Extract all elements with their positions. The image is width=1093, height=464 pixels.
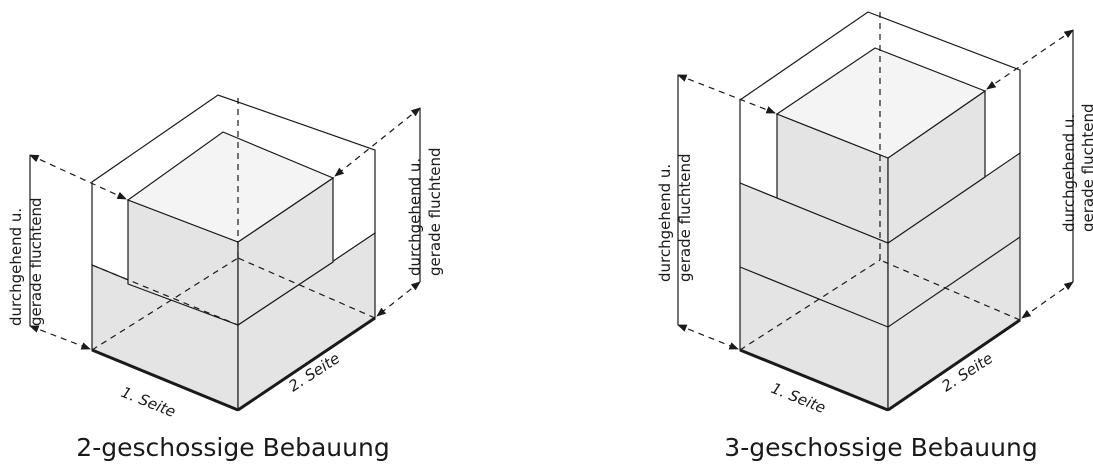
storey-division-left — [739, 266, 889, 328]
right-alignment-arrow-top — [986, 29, 1074, 90]
left-note-line-1: durchgehend u. — [7, 208, 25, 326]
figure-3-storey — [677, 11, 1074, 412]
left-note-line-2: gerade fluchtend — [27, 198, 45, 326]
left-alignment-arrow-bottom — [677, 324, 739, 350]
hidden-lines — [739, 12, 1021, 351]
base-line-side-1 — [739, 348, 889, 412]
envelope-outline — [739, 11, 1021, 183]
right-note-line-1: durchgehend u. — [1060, 114, 1078, 232]
upper-block-top-face — [775, 47, 987, 159]
side-1-label: 1. Seite — [119, 383, 179, 421]
right-note-line-2: gerade fluchtend — [1079, 104, 1093, 232]
side-1-label: 1. Seite — [769, 379, 829, 417]
storey-division-right — [887, 236, 1021, 328]
left-note-line-1: durchgehend u. — [656, 164, 674, 282]
right-note-line-2: gerade fluchtend — [426, 148, 444, 276]
base-line-side-2 — [887, 318, 1021, 412]
right-note-line-1: durchgehend u. — [406, 158, 424, 276]
left-note-line-2: gerade fluchtend — [676, 154, 694, 282]
base-line-side-1 — [91, 348, 239, 412]
caption-2-storey: 2-geschossige Bebauung — [76, 433, 389, 462]
right-alignment-arrow-top — [334, 107, 421, 177]
envelope-outline — [91, 94, 376, 265]
right-alignment-arrow-bottom — [1021, 281, 1074, 319]
left-alignment-arrow-top — [677, 74, 776, 114]
right-alignment-arrow-bottom — [376, 281, 421, 317]
caption-3-storey: 3-geschossige Bebauung — [724, 433, 1037, 462]
left-alignment-arrow-bottom — [29, 325, 91, 350]
hidden-lines — [91, 95, 376, 351]
left-alignment-arrow-top — [29, 154, 127, 200]
base-line-side-2 — [237, 316, 376, 412]
upper-block-top-face — [126, 131, 335, 243]
figure-2-storey — [29, 94, 421, 412]
